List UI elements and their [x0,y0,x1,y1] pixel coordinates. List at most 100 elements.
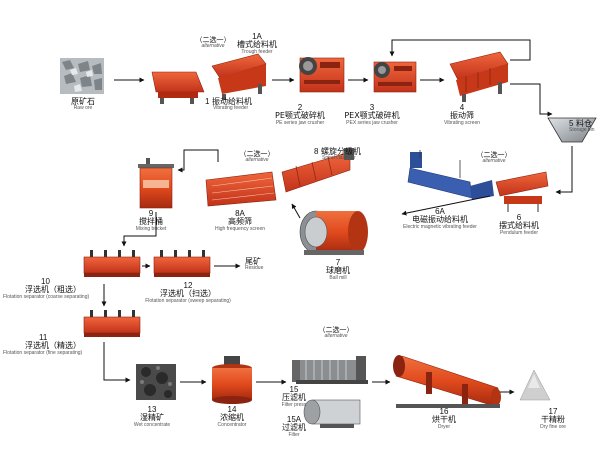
dryer-machine [393,355,501,408]
stage-name-cn: 浓缩机 [220,413,244,423]
stage-17-label: 17 干精粉 Dry fine ore [540,407,566,430]
stage-number: 8 [314,147,319,156]
alternative-label-en: alternative [324,333,348,340]
flotation-fine-machine [83,310,141,337]
stage-name-cn: 电磁振动给料机 [412,215,468,225]
alternative-label-en: alternative [201,43,225,50]
stage-name-cn: PEX颚式破碎机 [344,111,400,121]
wet-concentrate-image [136,364,176,400]
stage-1a-label: 1A 槽式给料机 Trough feeder [237,32,277,55]
electromagnetic-vibrating-feeder-machine [407,150,494,200]
stage-name-cn: 摆式给料机 [499,221,539,231]
stage-2-label: 2 PE颚式破碎机 PE series jaw crusher [275,103,325,126]
stage-7-label: 7 球磨机 Ball mill [326,258,350,281]
stage-name-cn: 振动给料机 [212,97,252,106]
flow-arrows [101,39,573,395]
concentrator-machine [212,356,252,404]
stage-number: 3 [369,103,375,112]
stage-number: 17 [548,407,558,416]
stage-name-cn: 压滤机 [281,393,306,403]
stage-name-en: Electric magnetic vibrating feeder [403,223,477,230]
stage-number: 1A [252,32,262,41]
stage-name-en: Residue [245,265,264,272]
stage-name-en: Flotation separator (fine separating) [3,349,83,356]
stage-number: 15A [286,415,302,424]
vibrating-screen-machine [449,51,509,102]
stage-name-cn: 槽式给料机 [237,40,277,50]
stage-number: 6A [435,207,445,216]
stage-name-cn: 料仓 [576,119,592,128]
raw-ore-image [60,58,104,94]
stage-name-cn: 螺旋分级机 [321,147,361,156]
stage-name-en: PEX series jaw crusher [346,119,398,126]
stage-number: 8A [235,209,245,218]
arrow-fine-to-concentrate [103,342,131,383]
stage-4-label: 4 振动筛 Vibrating screen [444,103,480,126]
arrow-bucket-to-flotation [121,212,157,247]
stage-number: 1 [205,97,210,106]
stage-name-cn: PE颚式破碎机 [275,111,325,121]
stage-11-label: 11 浮选机（精选） Flotation separator (fine sep… [3,333,83,356]
stage-name-cn: 浮选机（精选） [25,341,81,351]
flotation-sweep-machine [153,250,211,277]
stage-10-label: 10 浮选机（粗选） Flotation separator (coarse s… [3,277,90,300]
stage-name-cn: 烘干机 [432,415,456,425]
stage-number: 14 [227,405,237,414]
arrow-feeder-to-mill [401,195,491,216]
alternative-label-en: alternative [482,158,506,165]
high-frequency-screen-machine [205,171,277,207]
mixing-bucket-machine [138,158,174,209]
stage-name-en: Storage bin [569,127,595,134]
stage-number: 6 [516,213,522,222]
stage-name-cn: 浮选机（扫选） [159,289,216,299]
alternative-label-cn: （二选一） [476,151,512,159]
alternative-label-cn: （二选一） [318,326,354,334]
stage-name-en: Spiral classifier [322,155,356,162]
stage-name-cn: 球磨机 [326,266,350,276]
flotation-coarse-machine [83,250,141,277]
stage-name-en: Trough feeder [241,48,273,55]
storage-bin [547,117,597,143]
arrow-bin-to-pendulum [555,146,573,195]
stage-name-en: Mixing bucket [135,225,167,232]
stage-5-label: 5 料仓 Storage bin [569,119,595,134]
stage-name-cn: 原矿石 [71,97,95,106]
stage-15-label: 15 压滤机 Filter press [281,385,307,408]
stage-number: 7 [335,258,341,267]
alternative-label-en: alternative [245,157,269,164]
stage-number: 11 [39,333,48,342]
dry-fine-ore-pile [519,369,551,401]
pe-jaw-crusher-machine [299,57,345,93]
alternative-label-cn: （二选一） [239,150,275,158]
stage-3-label: 3 PEX颚式破碎机 PEX series jaw crusher [344,103,400,126]
stage-14-label: 14 浓缩机 Concentrator [217,405,247,428]
spiral-classifier-machine [281,148,354,193]
stage-8-label: 8 螺旋分级机 Spiral classifier [314,147,361,162]
stage-6a-label: 6A 电磁振动给料机 Electric magnetic vibrating f… [403,207,477,230]
stage-name-cn: 过滤机 [282,423,306,433]
alternative-label-cn: （二选一） [195,36,231,44]
stage-raw-ore-label: 原矿石 Raw ore [71,97,95,112]
stage-name-en: Pendulum feeder [499,229,539,236]
trough-feeder-machine [211,53,267,100]
filter-press-machine [292,356,368,384]
stage-name-cn: 浮选机（粗选） [25,285,81,295]
arrow-mill-to-classifier [291,203,301,219]
filter-machine [303,399,361,428]
stage-number: 4 [459,103,465,112]
stage-number: 9 [148,209,154,218]
stage-name-en: PE series jaw crusher [275,119,325,126]
stage-name-en: Wet concentrate [133,421,171,428]
stage-15a-label: 15A 过滤机 Filter [282,415,306,438]
stage-name-cn: 高频筛 [228,217,252,227]
stage-name-en: Vibrating feeder [213,105,249,112]
stage-number: 10 [41,277,50,286]
stage-number: 12 [183,281,193,290]
stage-name-cn: 搅拌桶 [138,217,163,227]
stage-name-en: Flotation separator (coarse separating) [3,293,90,300]
stage-name-en: Concentrator [217,421,247,428]
stage-name-cn: 湿精矿 [139,413,164,423]
stage-name-en: Raw ore [73,105,93,112]
stage-name-en: Filter press [281,401,307,408]
